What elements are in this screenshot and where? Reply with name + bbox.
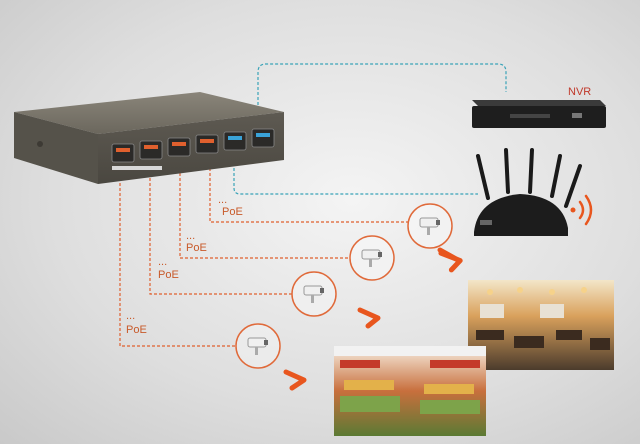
- ellipsis-label: ...: [186, 230, 196, 242]
- arrow-icon: [357, 307, 381, 329]
- poe-label: PoE: [158, 269, 179, 281]
- restaurant-photo: [468, 280, 614, 370]
- poe-lines: [119, 158, 408, 347]
- poe-label: PoE: [126, 324, 147, 336]
- supermarket-photo: [334, 346, 486, 436]
- arrow-icon: [283, 369, 307, 391]
- poe-line-2: [149, 158, 292, 295]
- security-camera-icon: [291, 271, 337, 317]
- uplink-lines: [233, 63, 507, 195]
- camera-group: [235, 203, 453, 369]
- ellipsis-label: ...: [218, 194, 228, 206]
- poe-label: PoE: [186, 242, 207, 254]
- ellipsis-label: ...: [126, 310, 136, 322]
- nvr-label: NVR: [568, 86, 592, 98]
- poe-line-3: [179, 158, 350, 259]
- security-camera-icon: [235, 323, 281, 369]
- poe-line-4: [209, 158, 408, 223]
- wifi-signal-icon: [570, 194, 593, 226]
- security-camera-icon: [349, 235, 395, 281]
- poe-switch-icon: [14, 92, 284, 184]
- router-icon: [474, 148, 582, 236]
- uplink-line-router: [233, 158, 478, 195]
- poe-label: PoE: [222, 206, 243, 218]
- security-camera-icon: [407, 203, 453, 249]
- poe-line-1: [119, 158, 236, 347]
- nvr-icon: [472, 100, 606, 128]
- arrow-group: [283, 247, 463, 391]
- ellipsis-label: ...: [158, 256, 168, 268]
- uplink-line-nvr: [257, 63, 507, 105]
